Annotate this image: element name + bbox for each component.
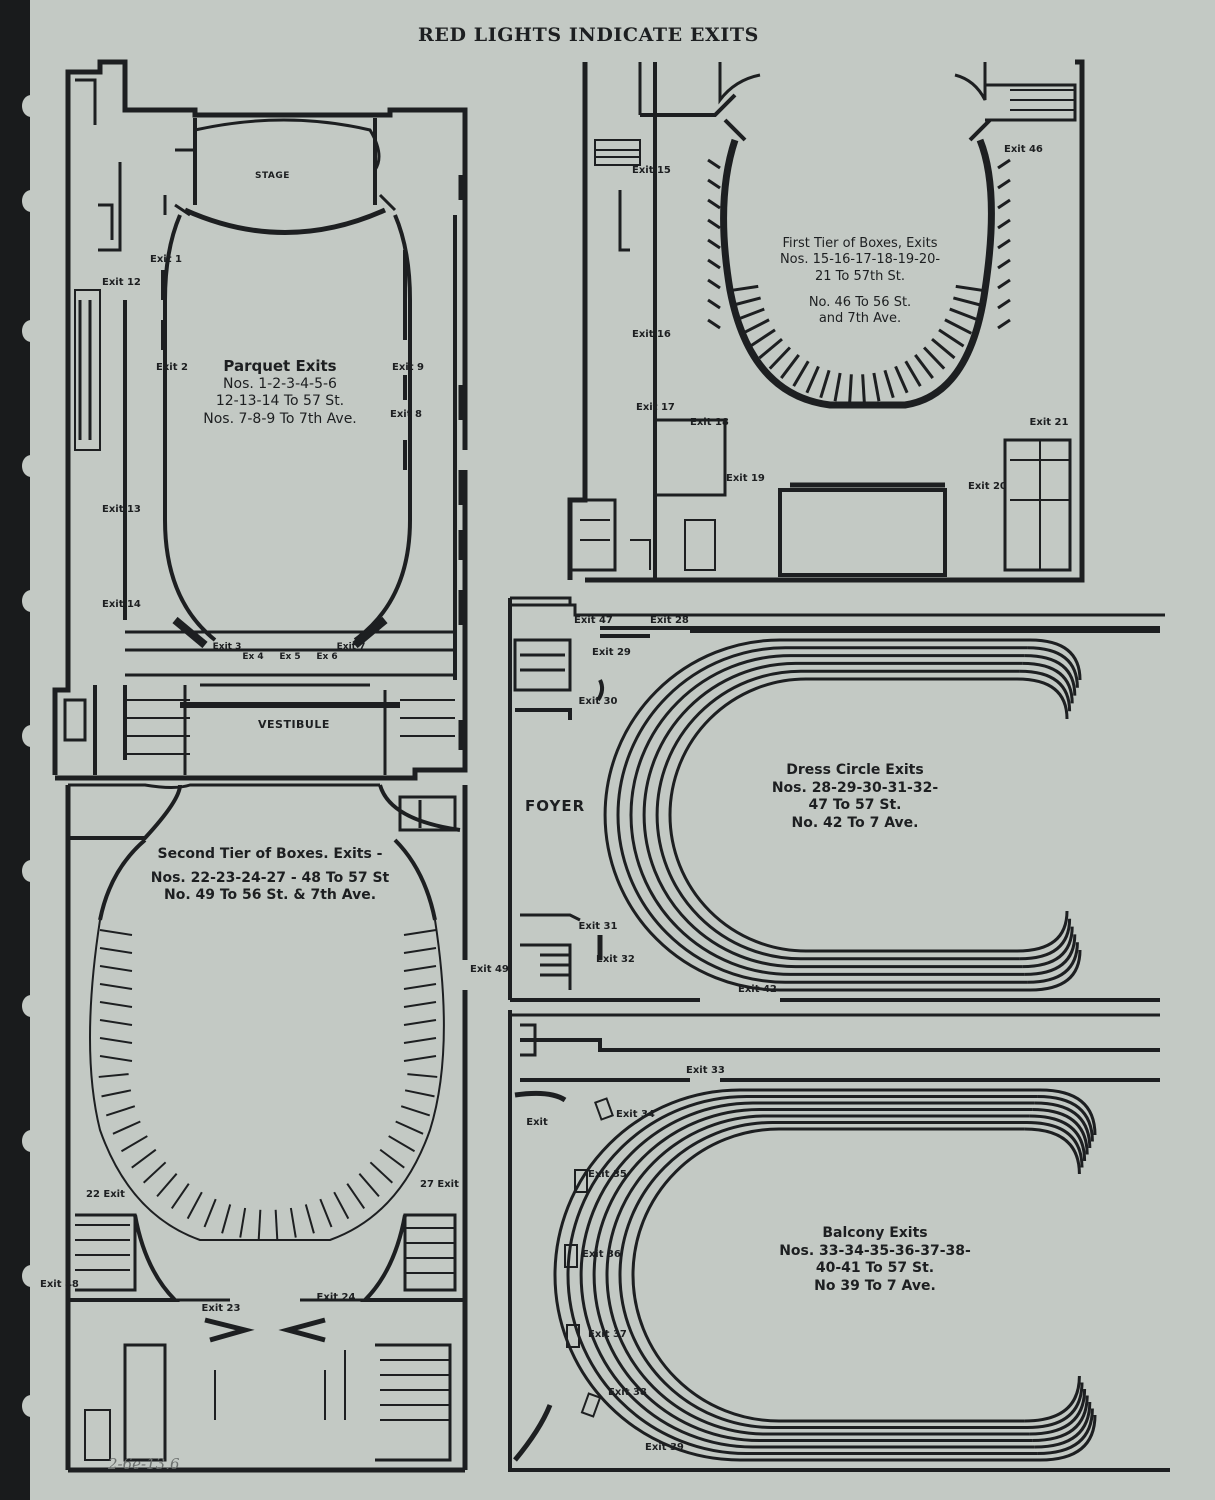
second-tier-box-partitions [98, 929, 438, 1240]
first-tier-line: No. 46 To 56 St. [808, 294, 912, 310]
balcony-plan [508, 1010, 1170, 1472]
dress-circle-line: Dress Circle Exits [786, 762, 924, 778]
exit-1-label: Exit 1 [150, 254, 182, 265]
exit-3-label: Exit 3 [212, 642, 242, 652]
exit-20-label: Exit 20 [968, 481, 1007, 492]
binding-edge [0, 0, 30, 1500]
binding-notch [22, 1130, 40, 1152]
binding-notch [22, 860, 40, 882]
exit-42-label: Exit 42 [738, 984, 777, 995]
first-tier-plan [567, 59, 1085, 583]
parquet-line: Nos. 1-2-3-4-5-6 [223, 375, 337, 392]
exit-49-label: Exit 49 [470, 964, 509, 975]
second-tier-plan [65, 783, 468, 1473]
first-tier-box-partitions [707, 158, 1011, 403]
second-tier-line: No. 49 To 56 St. & 7th Ave. [163, 887, 377, 903]
parquet-line: Nos. 7-8-9 To 7th Ave. [203, 410, 357, 427]
binding-notch [22, 190, 40, 212]
exit-7-label: Exit 7 [336, 642, 366, 652]
parquet-heading: Parquet Exits [223, 357, 337, 375]
exit-28-label: Exit 28 [650, 615, 689, 626]
exit-38-label: Exit 38 [608, 1387, 647, 1398]
exit-21-label: Exit 21 [1029, 417, 1069, 428]
binding-notch [22, 455, 40, 477]
exit-4-label: Ex 4 [242, 652, 264, 662]
exit-27-label: 27 Exit [420, 1179, 459, 1190]
exit-47-label: Exit 47 [574, 615, 613, 626]
dress-circle-block: Dress Circle Exits Nos. 28-29-30-31-32- … [740, 762, 970, 832]
foyer-label: FOYER [525, 797, 586, 815]
second-tier-line: Nos. 22-23-24-27 - 48 To 57 St [150, 869, 390, 886]
binding-notch [22, 1395, 40, 1417]
balcony-line: 40-41 To 57 St. [815, 1260, 935, 1276]
dress-circle-rows [603, 638, 1082, 992]
exit-8-label: Exit 8 [390, 409, 422, 420]
exit-46-label: Exit 46 [1004, 144, 1043, 155]
exit-15-label: Exit 15 [632, 165, 671, 176]
exit-34-label: Exit 34 [616, 1109, 655, 1120]
exit-12-label: Exit 12 [102, 277, 141, 288]
page-title: RED LIGHTS INDICATE EXITS [418, 24, 759, 46]
dress-circle-line: 47 To 57 St. [808, 797, 902, 813]
binding-notch [22, 995, 40, 1017]
dress-circle-line: Nos. 28-29-30-31-32- [771, 779, 939, 796]
exit-side-label: Exit [526, 1117, 548, 1128]
exit-36-label: Exit 36 [582, 1249, 621, 1260]
exit-13-label: Exit 13 [102, 504, 141, 515]
handwritten-note: 2-6e-13.6 [108, 1455, 180, 1473]
binding-notch [22, 725, 40, 747]
exit-31-label: Exit 31 [578, 921, 618, 932]
exit-37-label: Exit 37 [588, 1329, 627, 1340]
exit-2-label: Exit 2 [156, 362, 188, 373]
balcony-line: No 39 To 7 Ave. [814, 1277, 936, 1294]
parquet-line: 12-13-14 To 57 St. [215, 393, 345, 410]
balcony-box-tabs [564, 1097, 614, 1418]
binding-notch [22, 320, 40, 342]
exit-14-label: Exit 14 [102, 599, 141, 610]
dress-circle-line: No. 42 To 7 Ave. [791, 814, 919, 831]
exit-17-label: Exit 17 [636, 402, 675, 413]
exit-16-label: Exit 16 [632, 329, 671, 340]
exit-22-label: 22 Exit [86, 1189, 125, 1200]
first-tier-line: 21 To 57th St. [815, 268, 905, 284]
first-tier-line: Nos. 15-16-17-18-19-20- [779, 252, 941, 268]
stage-label: STAGE [255, 171, 290, 181]
exit-6-label: Ex 6 [316, 652, 338, 662]
exit-48-label: Exit 48 [40, 1279, 79, 1290]
exit-23-label: Exit 23 [201, 1303, 241, 1314]
exit-33-label: Exit 33 [686, 1065, 725, 1076]
dress-circle-plan [508, 596, 1165, 1002]
binding-notch [22, 95, 40, 117]
exit-19-label: Exit 19 [726, 473, 765, 484]
second-tier-block: Second Tier of Boxes. Exits - Nos. 22-23… [135, 846, 405, 905]
exit-32-label: Exit 32 [596, 954, 635, 965]
exit-5-label: Ex 5 [279, 652, 301, 662]
first-tier-line: and 7th Ave. [818, 311, 902, 326]
binding-notch [22, 1265, 40, 1287]
balcony-line: Balcony Exits [822, 1225, 928, 1241]
second-tier-line: Second Tier of Boxes. Exits - [157, 846, 383, 862]
first-tier-line: First Tier of Boxes, Exits [782, 236, 938, 251]
exit-35-label: Exit 35 [588, 1169, 627, 1180]
exit-29-label: Exit 29 [592, 647, 631, 658]
balcony-block: Balcony Exits Nos. 33-34-35-36-37-38- 40… [755, 1225, 995, 1295]
vestibule-label: VESTIBULE [258, 718, 330, 731]
exit-39-label: Exit 39 [645, 1442, 684, 1453]
exit-30-label: Exit 30 [578, 696, 618, 707]
first-tier-block: First Tier of Boxes, Exits Nos. 15-16-17… [760, 236, 960, 327]
exit-9-label: Exit 9 [392, 362, 424, 373]
exit-24-label: Exit 24 [316, 1292, 356, 1303]
binding-notch [22, 590, 40, 612]
parquet-block: Parquet Exits Nos. 1-2-3-4-5-6 12-13-14 … [185, 357, 375, 428]
exit-18-label: Exit 18 [690, 417, 729, 428]
balcony-line: Nos. 33-34-35-36-37-38- [779, 1242, 971, 1259]
balcony-rows [553, 1088, 1097, 1462]
parquet-plan [52, 59, 468, 781]
